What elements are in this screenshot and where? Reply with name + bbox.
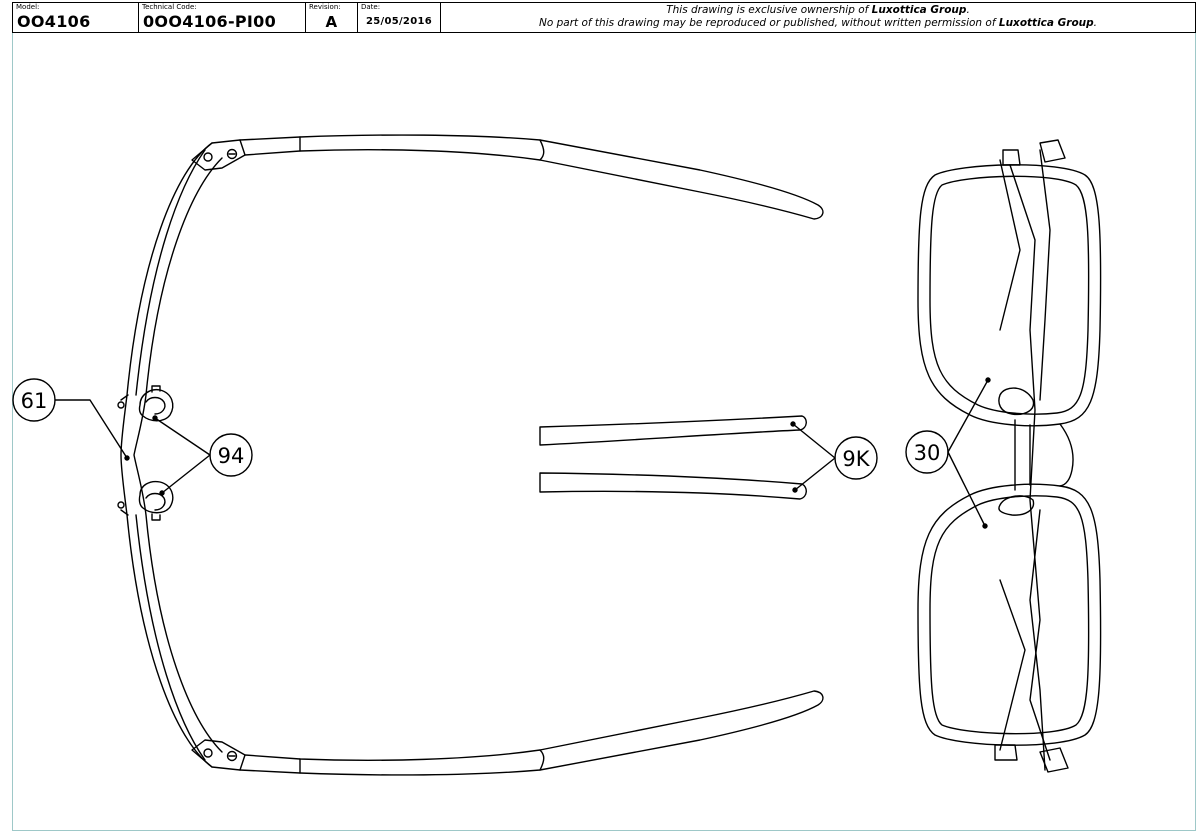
technical-code-value: 0OO4106-PI00	[143, 12, 277, 31]
lens-rim-bottom-outer	[917, 483, 1102, 746]
frame-front-mid	[135, 149, 206, 761]
lens-rim-bottom-inner	[929, 495, 1090, 735]
revision-cell: Revision: A	[306, 3, 358, 32]
callout-61-label: 61	[21, 389, 48, 413]
date-label: Date:	[361, 3, 381, 11]
model-label: Model:	[16, 3, 40, 11]
temple-top	[239, 134, 824, 220]
revision-value: A	[325, 13, 338, 31]
hinge-bottom-pin	[203, 748, 213, 758]
hinge-top-screw	[226, 148, 238, 160]
notice-line-1-end: .	[966, 4, 970, 16]
hinge-top-pin	[203, 152, 213, 162]
hinge-bottom-screw	[226, 750, 238, 762]
folded-temple-a	[1009, 164, 1051, 761]
folded-bridge	[1014, 419, 1074, 491]
title-block: Model: OO4106 Technical Code: 0OO4106-PI…	[12, 2, 1196, 33]
bridge-screw-top	[117, 401, 125, 409]
temple-tips-part	[539, 415, 807, 500]
date-value: 25/05/2016	[366, 16, 432, 27]
date-cell: Date: 25/05/2016	[358, 3, 441, 32]
notice-line-2-company: Luxottica Group	[998, 17, 1094, 29]
lens-rim-top-inner	[929, 175, 1090, 415]
callout-9K: 9K	[790, 421, 878, 493]
folded-temple-c	[999, 159, 1026, 751]
temple-bottom	[239, 690, 824, 776]
technical-code-label: Technical Code:	[142, 3, 197, 11]
temple-tip-lower	[539, 472, 807, 500]
callout-61: 61	[12, 378, 130, 461]
folded-hinge-top	[1002, 139, 1066, 166]
notice-line-1-company: Luxottica Group	[871, 4, 967, 16]
notice-line-1: This drawing is exclusive ownership of L…	[441, 4, 1195, 17]
nose-pad-bottom	[138, 480, 174, 521]
notice-line-1-text: This drawing is exclusive ownership of	[666, 4, 872, 16]
callout-94-label: 94	[218, 444, 245, 468]
frame-folded-front-view	[917, 139, 1102, 773]
temple-tip-upper	[539, 415, 807, 446]
bridge-screw-bottom	[117, 501, 125, 509]
callout-9K-label: 9K	[842, 447, 870, 471]
notice-line-2-end: .	[1093, 17, 1097, 29]
callout-94: 94	[152, 415, 253, 496]
frame-front-inner	[133, 157, 223, 753]
folded-nose-pad-top	[998, 387, 1035, 416]
folded-hinge-bottom	[994, 744, 1069, 773]
notice-line-2: No part of this drawing may be reproduce…	[441, 17, 1195, 30]
frame-top-view	[117, 134, 824, 776]
lens-rim-top-outer	[917, 164, 1102, 427]
model-cell: Model: OO4106	[13, 3, 139, 32]
temple-top-tip-start	[539, 139, 545, 161]
folded-nose-pad-bottom	[998, 495, 1035, 516]
model-value: OO4106	[17, 12, 91, 31]
ownership-notice: This drawing is exclusive ownership of L…	[441, 3, 1195, 32]
technical-code-cell: Technical Code: 0OO4106-PI00	[139, 3, 306, 32]
callout-30-label: 30	[914, 441, 941, 465]
callout-30: 30	[905, 377, 991, 529]
folded-temple-b	[1029, 149, 1051, 771]
nose-pad-top	[138, 385, 174, 422]
notice-line-2-text: No part of this drawing may be reproduce…	[538, 17, 999, 29]
temple-bottom-tip-start	[539, 749, 545, 771]
revision-label: Revision:	[309, 3, 341, 11]
bridge-detail	[120, 394, 129, 516]
frame-front-outer	[120, 142, 213, 768]
